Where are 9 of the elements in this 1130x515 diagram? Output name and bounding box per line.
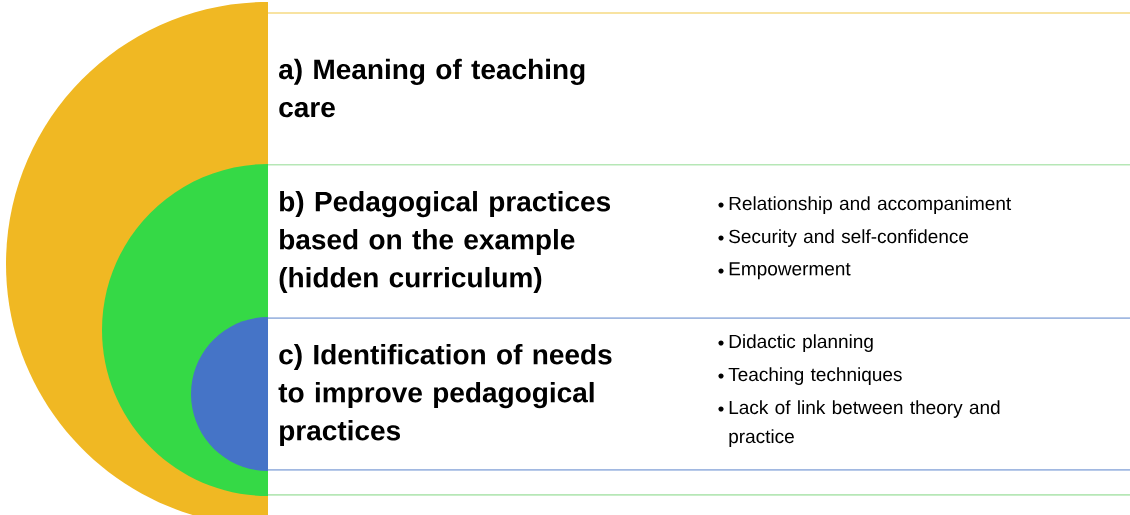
node-label: Security and self-confidence (729, 229, 969, 247)
node-label: c) Identification of needs to improve pedagogical practices (278, 343, 612, 447)
node-label: Relationship and accompaniment (729, 196, 1012, 214)
node-label: Teaching techniques (728, 367, 902, 385)
node-label: b) Pedagogical practices based on the example (hidden curriculum) (279, 190, 611, 294)
node-label: Empowerment (729, 262, 851, 280)
band: a) Meaning of teaching care (267, 12, 1130, 118)
node-label: Lack of link between theory and practice (729, 400, 1000, 447)
node-label: Didactic planning (729, 334, 873, 352)
